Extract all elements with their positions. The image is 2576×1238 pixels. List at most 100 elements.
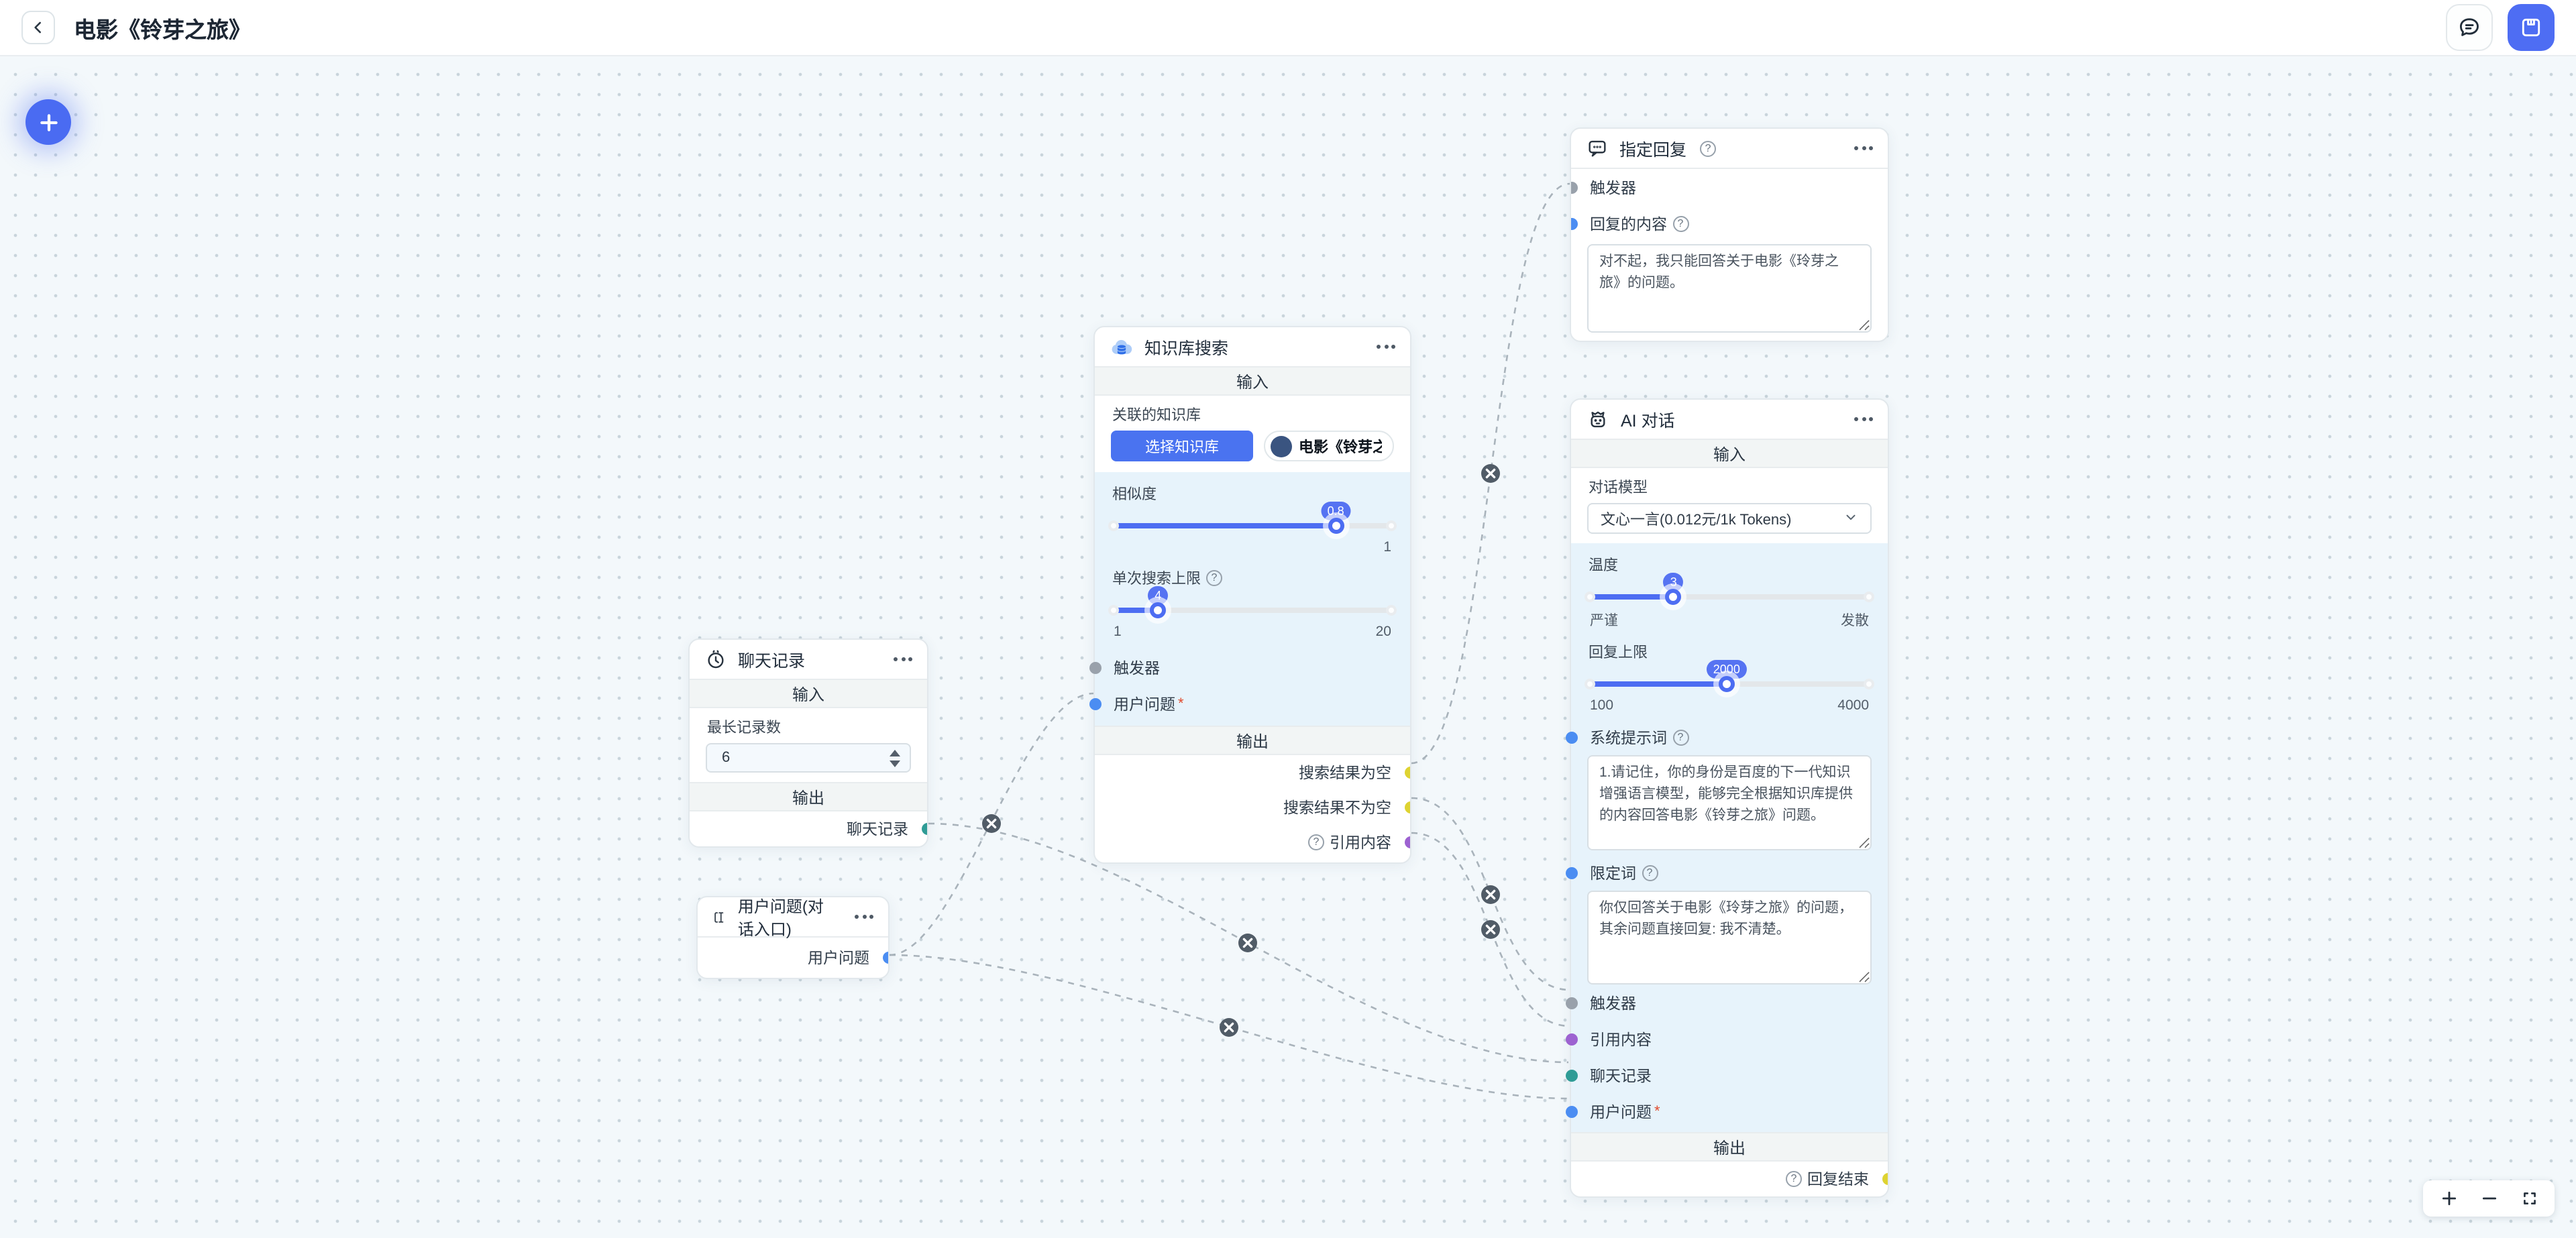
help-icon[interactable]: ?	[1672, 730, 1688, 746]
clock-icon	[708, 650, 724, 669]
node-fixed-reply[interactable]: 指定回复 ? 触发器 回复的内容 ? 对不起，我只能回答关于电影《玲芽之旅》的问…	[1570, 127, 1889, 342]
temperature-slider[interactable]: 3	[1585, 573, 1874, 605]
port-search-empty-out[interactable]	[1404, 767, 1410, 779]
help-icon[interactable]: ?	[1206, 570, 1222, 586]
edge-delete-button[interactable]	[1481, 885, 1500, 904]
output-section-bar: 输出	[690, 782, 927, 811]
node-menu-button[interactable]	[844, 909, 873, 924]
port-content-in[interactable]	[1571, 217, 1577, 229]
chevron-down-icon	[1846, 514, 1856, 520]
input-label: 用户问题	[1114, 697, 1175, 713]
port-search-not-empty-out[interactable]	[1404, 801, 1410, 813]
help-icon[interactable]: ?	[1642, 865, 1658, 881]
model-select[interactable]: 文心一言(0.012元/1k Tokens)	[1587, 503, 1872, 534]
workflow-canvas[interactable]: 聊天记录 输入 最长记录数 输出 聊天记录	[0, 56, 2576, 1238]
port-qualifier-in[interactable]	[1565, 867, 1577, 879]
system-prompt-textarea[interactable]: 1.请记住，你的身份是百度的下一代知识增强语言模型，能够完全根据知识库提供的内容…	[1587, 755, 1872, 850]
edge-delete-button[interactable]	[982, 814, 1001, 833]
input-row-content: 回复的内容 ?	[1571, 205, 1888, 241]
zoom-in-button[interactable]	[2428, 1180, 2469, 1217]
save-button[interactable]	[2508, 4, 2555, 51]
port-question-out[interactable]	[882, 952, 888, 964]
output-section-bar: 输出	[1095, 726, 1410, 755]
node-menu-button[interactable]	[1366, 339, 1395, 354]
output-section-bar: 输出	[1571, 1132, 1888, 1162]
help-icon[interactable]: ?	[1672, 215, 1688, 231]
port-trigger-in[interactable]	[1565, 997, 1577, 1009]
node-menu-button[interactable]	[1843, 141, 1873, 156]
search-limit-slider-handle[interactable]	[1150, 602, 1167, 618]
edge-delete-button[interactable]	[1220, 1018, 1238, 1037]
help-icon[interactable]: ?	[1700, 140, 1717, 156]
help-icon[interactable]: ?	[1786, 1171, 1802, 1187]
node-menu-button[interactable]	[883, 652, 912, 667]
input-row-trigger: 触发器	[1571, 169, 1888, 205]
similarity-max-label: 1	[1383, 539, 1391, 555]
node-kb-search[interactable]: 知识库搜索 输入 关联的知识库 选择知识库 电影《铃芽之旅》 相似度	[1089, 326, 1411, 864]
output-row-question: 用户问题	[698, 938, 888, 978]
max-records-value[interactable]	[719, 748, 853, 767]
help-icon[interactable]: ?	[1308, 834, 1324, 850]
input-section-bar: 输入	[1095, 366, 1410, 396]
model-label: 对话模型	[1589, 480, 1648, 496]
kb-thumbnail	[1271, 435, 1292, 457]
input-label: 引用内容	[1590, 1032, 1652, 1048]
output-label: 搜索结果为空	[1299, 766, 1391, 782]
max-records-input[interactable]	[706, 743, 911, 773]
stepper-down-icon[interactable]	[890, 760, 900, 767]
chevron-left-icon	[34, 21, 42, 34]
back-button[interactable]	[21, 11, 55, 44]
knowledge-cloud-icon	[1112, 339, 1132, 354]
similarity-slider-handle[interactable]	[1328, 518, 1344, 534]
port-question-in[interactable]	[1089, 697, 1101, 710]
node-user-question[interactable]: 用户问题(对话入口) 用户问题	[696, 896, 890, 979]
edge-delete-button[interactable]	[1481, 920, 1500, 939]
similarity-slider[interactable]: 0.8	[1108, 502, 1397, 534]
input-row-question: 用户问题 *	[1089, 685, 1410, 722]
output-label: 引用内容	[1330, 836, 1391, 852]
kb-chip[interactable]: 电影《铃芽之旅》	[1264, 431, 1394, 461]
temperature-min-label: 严谨	[1590, 613, 1618, 629]
node-title: 知识库搜索	[1144, 339, 1229, 358]
input-row-qualifier: 限定词 ?	[1565, 858, 1888, 888]
select-kb-button[interactable]: 选择知识库	[1111, 431, 1253, 461]
port-reference-out[interactable]	[1404, 836, 1410, 848]
required-asterisk: *	[1178, 695, 1184, 712]
output-row-empty: 搜索结果为空	[1095, 755, 1410, 790]
number-stepper[interactable]	[880, 749, 910, 767]
temperature-slider-handle[interactable]	[1665, 589, 1682, 605]
reply-limit-slider-handle[interactable]	[1718, 676, 1735, 692]
port-trigger-in[interactable]	[1571, 181, 1577, 193]
stepper-up-icon[interactable]	[890, 749, 900, 756]
fit-view-button[interactable]	[2509, 1180, 2549, 1217]
node-title: AI 对话	[1621, 412, 1675, 431]
node-menu-button[interactable]	[1843, 412, 1873, 427]
comment-button[interactable]	[2446, 4, 2493, 51]
reply-content-textarea[interactable]: 对不起，我只能回答关于电影《玲芽之旅》的问题。	[1587, 244, 1872, 333]
input-label: 触发器	[1590, 996, 1636, 1012]
similarity-label: 相似度	[1112, 487, 1157, 503]
port-question-in[interactable]	[1565, 1105, 1577, 1117]
port-reply-end-out[interactable]	[1882, 1173, 1888, 1185]
port-chat-log-in[interactable]	[1565, 1069, 1577, 1081]
port-system-prompt-in[interactable]	[1565, 732, 1577, 744]
edge-delete-button[interactable]	[1481, 464, 1500, 483]
node-ai-chat[interactable]: AI 对话 输入 对话模型 文心一言(0.012元/1k Tokens) 温度	[1565, 398, 1889, 1198]
port-chat-log-out[interactable]	[921, 823, 927, 835]
close-x-icon	[1242, 938, 1253, 948]
search-limit-slider[interactable]: 4	[1108, 586, 1397, 618]
port-trigger-in[interactable]	[1089, 661, 1101, 673]
reply-bubble-icon	[1589, 140, 1606, 157]
qualifier-textarea[interactable]: 你仅回答关于电影《玲芽之旅》的问题，其余问题直接回复: 我不清楚。	[1587, 891, 1872, 984]
edge-delete-button[interactable]	[1238, 934, 1257, 952]
search-limit-value-badge: 4	[1148, 586, 1169, 605]
reply-limit-slider[interactable]: 2000	[1585, 660, 1874, 692]
output-label: 回复结束	[1807, 1172, 1869, 1188]
node-chat-history[interactable]: 聊天记录 输入 最长记录数 输出 聊天记录	[688, 638, 928, 848]
zoom-out-button[interactable]	[2469, 1180, 2509, 1217]
port-reference-in[interactable]	[1565, 1033, 1577, 1045]
temperature-max-label: 发散	[1841, 613, 1869, 629]
input-row-chat-log: 聊天记录	[1565, 1057, 1888, 1093]
add-node-button[interactable]	[25, 99, 71, 145]
search-limit-min-label: 1	[1114, 624, 1122, 640]
